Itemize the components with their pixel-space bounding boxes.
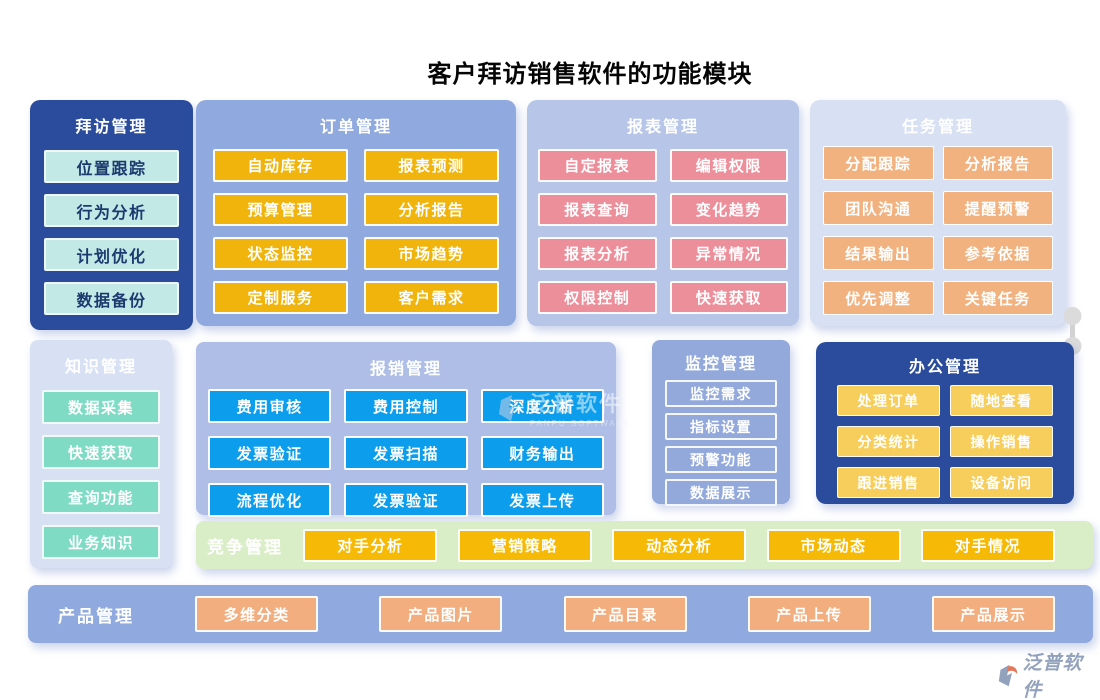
monitor-module-chip: 数据展示	[665, 479, 777, 506]
visit-module-chip: 位置跟踪	[44, 150, 179, 183]
report-module-chip: 报表分析	[538, 237, 657, 270]
expense-module-chip: 财务输出	[480, 436, 604, 470]
panel-title: 竞争管理	[207, 537, 283, 557]
order-module-chip: 分析报告	[364, 193, 499, 226]
office-module-chip: 随地查看	[950, 385, 1053, 416]
competition-module-chip: 营销策略	[457, 528, 592, 562]
task-management-panel: 任务管理 分配跟踪 分析报告 团队沟通 提醒预警 结果输出 参考依据 优先调整 …	[810, 100, 1066, 326]
competition-module-chip: 对手分析	[303, 528, 438, 562]
panel-title: 报表管理	[626, 119, 699, 136]
office-module-chip: 设备访问	[950, 467, 1053, 498]
report-module-chip: 快速获取	[669, 281, 788, 314]
monitor-module-chip: 预警功能	[665, 446, 777, 473]
monitor-module-chip: 指标设置	[665, 413, 777, 440]
competition-module-chip: 市场动态	[766, 528, 901, 562]
office-module-chip: 处理订单	[837, 385, 940, 416]
task-module-chip: 提醒预警	[942, 191, 1053, 225]
expense-module-chip: 发票上传	[480, 483, 604, 517]
visit-module-chip: 计划优化	[44, 238, 179, 271]
panel-title: 产品管理	[58, 606, 134, 626]
page-title: 客户拜访销售软件的功能模块	[427, 61, 753, 88]
panel-title: 知识管理	[64, 359, 137, 376]
visit-module-chip: 行为分析	[44, 194, 179, 227]
office-module-chip: 操作销售	[950, 426, 1053, 457]
visit-management-panel: 拜访管理 位置跟踪 行为分析 计划优化 数据备份	[30, 100, 193, 330]
task-module-chip: 分配跟踪	[823, 146, 934, 180]
fanpu-brand-logo: 泛普软件 www.fanpusoft.com	[998, 648, 1094, 700]
task-module-chip: 优先调整	[823, 281, 934, 315]
panel-title: 报销管理	[369, 361, 442, 378]
task-module-chip: 分析报告	[942, 146, 1053, 180]
office-module-chip: 分类统计	[837, 426, 940, 457]
brand-name: 泛普软件	[1022, 653, 1083, 700]
product-module-chip: 产品上传	[747, 596, 871, 632]
task-module-chip: 关键任务	[942, 281, 1053, 315]
order-module-chip: 客户需求	[364, 281, 499, 314]
panel-title: 监控管理	[684, 356, 757, 373]
office-module-chip: 跟进销售	[837, 467, 940, 498]
competition-module-chip: 对手情况	[920, 528, 1055, 562]
report-module-chip: 变化趋势	[669, 193, 788, 226]
monitor-module-chip: 监控需求	[665, 380, 777, 407]
report-module-chip: 编辑权限	[669, 149, 788, 182]
visit-module-chip: 数据备份	[44, 282, 179, 315]
product-module-chip: 产品图片	[379, 596, 503, 632]
product-module-chip: 多维分类	[195, 596, 319, 632]
order-module-chip: 自动库存	[213, 149, 348, 182]
report-management-panel: 报表管理 自定报表 编辑权限 报表查询 变化趋势 报表分析 异常情况 权限控制 …	[527, 100, 799, 326]
knowledge-module-chip: 业务知识	[42, 525, 160, 559]
expense-module-chip: 流程优化	[208, 483, 332, 517]
panel-title: 拜访管理	[75, 119, 148, 136]
order-module-chip: 状态监控	[213, 237, 348, 270]
task-module-chip: 结果输出	[823, 236, 934, 270]
order-module-chip: 预算管理	[213, 193, 348, 226]
panel-title: 办公管理	[908, 359, 981, 376]
product-module-chip: 产品展示	[931, 596, 1055, 632]
expense-module-chip: 发票验证	[208, 436, 332, 470]
report-module-chip: 自定报表	[538, 149, 657, 182]
fanpu-logo-icon	[998, 664, 1018, 686]
order-module-chip: 市场趋势	[364, 237, 499, 270]
task-module-chip: 参考依据	[942, 236, 1053, 270]
task-module-chip: 团队沟通	[823, 191, 934, 225]
expense-module-chip: 深度分析	[480, 389, 604, 423]
report-module-chip: 异常情况	[669, 237, 788, 270]
expense-module-chip: 发票验证	[344, 483, 468, 517]
product-module-chip: 产品目录	[563, 596, 687, 632]
report-module-chip: 权限控制	[538, 281, 657, 314]
report-module-chip: 报表查询	[538, 193, 657, 226]
competition-module-chip: 动态分析	[612, 528, 747, 562]
knowledge-module-chip: 查询功能	[42, 480, 160, 514]
order-module-chip: 报表预测	[364, 149, 499, 182]
expense-module-chip: 费用审核	[208, 389, 332, 423]
knowledge-management-panel: 知识管理 数据采集 快速获取 查询功能 业务知识	[30, 340, 172, 568]
knowledge-module-chip: 快速获取	[42, 435, 160, 469]
panel-title: 订单管理	[319, 119, 392, 136]
competition-management-panel: 竞争管理 对手分析 营销策略 动态分析 市场动态 对手情况	[196, 521, 1093, 569]
office-management-panel: 办公管理 处理订单 随地查看 分类统计 操作销售 跟进销售 设备访问	[816, 342, 1074, 504]
order-management-panel: 订单管理 自动库存 报表预测 预算管理 分析报告 状态监控 市场趋势 定制服务 …	[196, 100, 516, 326]
monitor-management-panel: 监控管理 监控需求 指标设置 预警功能 数据展示	[652, 340, 790, 506]
product-management-panel: 产品管理 多维分类 产品图片 产品目录 产品上传 产品展示	[28, 585, 1093, 643]
expense-module-chip: 费用控制	[344, 389, 468, 423]
expense-module-chip: 发票扫描	[344, 436, 468, 470]
knowledge-module-chip: 数据采集	[42, 390, 160, 424]
expense-management-panel: 报销管理 费用审核 费用控制 深度分析 发票验证 发票扫描 财务输出 流程优化 …	[196, 342, 616, 517]
panel-title: 任务管理	[901, 119, 974, 136]
order-module-chip: 定制服务	[213, 281, 348, 314]
